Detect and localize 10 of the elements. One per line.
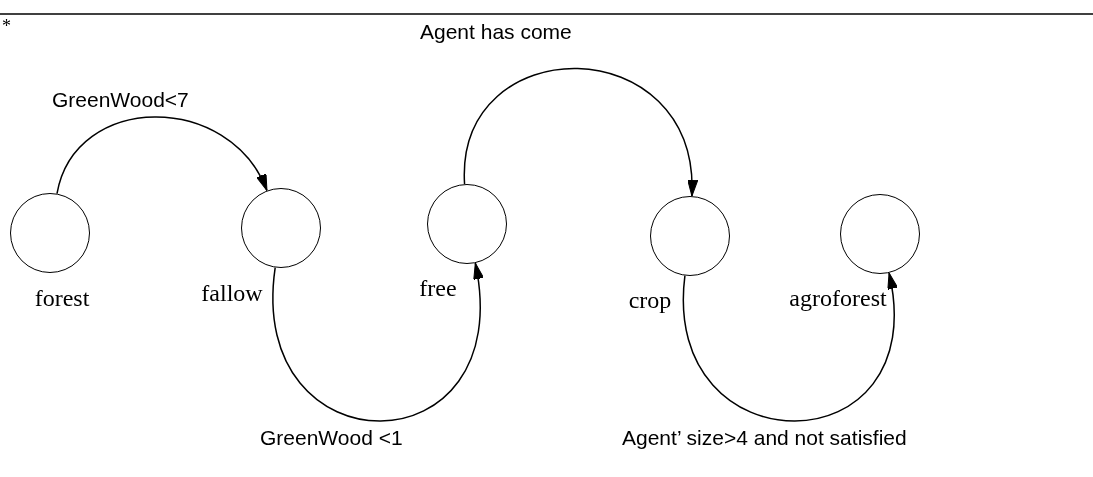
state-label: agroforest	[789, 286, 887, 310]
state-label: free	[419, 276, 457, 300]
transition-arrow	[272, 262, 483, 422]
transition-arrow	[683, 272, 897, 422]
state-label: forest	[34, 286, 90, 310]
state-label: fallow	[201, 281, 263, 305]
transition-arrow	[463, 67, 697, 197]
state-label: crop	[628, 288, 672, 312]
transition-arrow	[56, 116, 268, 195]
note-mark: *	[2, 17, 11, 35]
